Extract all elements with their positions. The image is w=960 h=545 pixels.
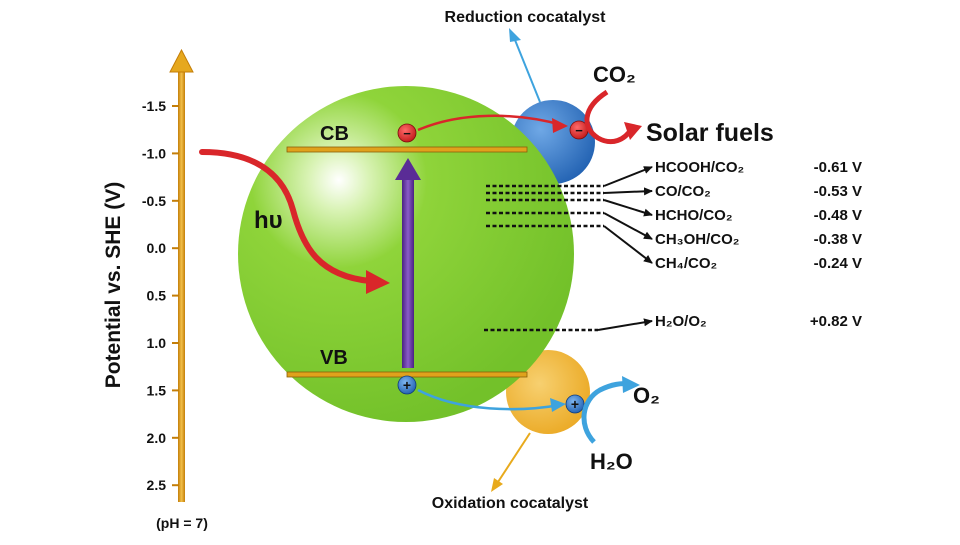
axis-tick: -0.5 [142,193,179,209]
cb-label: CB [320,123,349,145]
redox-potential: -0.61 V [814,159,862,176]
oxidation-label-group: Oxidation cocatalyst [432,432,589,512]
redox-couple: CH₃OH/CO₂ -0.38 V [486,211,862,248]
oxidation-cocatalyst [506,350,590,434]
ph-footnote: (pH = 7) [156,515,208,531]
axis-tick: -1.0 [142,145,179,161]
redox-couple-label: CO/CO₂ [655,183,711,200]
redox-arrow [603,212,653,240]
redox-couple: H₂O/O₂ +0.82 V [484,313,862,332]
redox-couple-label: H₂O/O₂ [655,313,707,330]
potential-axis: -1.5 -1.0 -0.5 0.0 0.5 1.0 1.5 2.0 2.5 Potential… [102,48,208,531]
redox-couple-label: CH₄/CO₂ [655,255,717,272]
redox-potential: -0.53 V [814,183,862,200]
redox-potential: +0.82 V [810,313,862,330]
svg-text:+: + [571,396,579,412]
axis-tick-label: -1.5 [142,98,166,114]
axis-tick: 1.0 [147,335,179,351]
axis-tick: 2.5 [147,477,179,493]
redox-arrow [603,187,653,196]
axis-ticks: -1.5 -1.0 -0.5 0.0 0.5 1.0 1.5 2.0 2.5 [142,98,179,493]
redox-arrow [603,225,653,264]
o2-product: O₂ [633,383,660,408]
excitation-arrow [395,158,421,368]
redox-couple: CH₄/CO₂ -0.24 V [486,224,862,272]
reduction-label-group: Reduction cocatalyst [445,9,607,103]
redox-couples: HCOOH/CO₂ -0.61 V CO/CO₂ -0.53 V HCHO/CO₂ -0.… [484,159,862,332]
redox-couple: HCOOH/CO₂ -0.61 V [486,159,862,188]
redox-potential: -0.24 V [814,255,862,272]
co2-reactant: CO₂ [593,62,636,87]
redox-arrow [597,318,653,331]
cb-line [286,146,528,153]
redox-couple: CO/CO₂ -0.53 V [486,183,862,200]
axis-arrowhead-icon [169,48,194,73]
redox-arrow [603,166,653,187]
axis-tick: -1.5 [142,98,179,114]
redox-couple-label: HCOOH/CO₂ [655,159,744,176]
axis-tick: 0.5 [147,288,179,304]
vb-label: VB [320,347,348,369]
reduction-cocatalyst-label: Reduction cocatalyst [445,9,607,26]
h2o-reactant: H₂O [590,449,633,474]
axis-tick-label: 0.5 [147,288,167,304]
svg-text:−: − [575,123,583,138]
redox-arrow [603,199,653,217]
light-arrow: hυ [199,149,390,294]
electron-transfer-arrow [417,114,568,133]
axis-tick-label: -1.0 [142,145,166,161]
axis-tick-label: 1.5 [147,382,167,398]
oxidation-cocatalyst-label: Oxidation cocatalyst [432,495,589,512]
axis-tick-label: -0.5 [142,193,166,209]
axis-tick-label: 2.0 [147,430,167,446]
axis-line [178,68,185,502]
redox-couple: HCHO/CO₂ -0.48 V [486,198,862,224]
electron-cb: − [397,123,417,143]
axis-tick: 1.5 [147,382,179,398]
redox-potential: -0.38 V [814,231,862,248]
oxidation-reaction: O₂ H₂O [581,376,660,474]
light-label: hυ [254,207,283,234]
axis-title: Potential vs. SHE (V) [102,182,125,389]
axis-tick-label: 2.5 [147,477,167,493]
conduction-band: CB [286,123,528,153]
hole-cocatalyst: + [565,394,585,414]
light-arrowhead-icon [366,270,390,294]
redox-couple-label: HCHO/CO₂ [655,207,733,224]
redox-potential: -0.48 V [814,207,862,224]
axis-tick-label: 1.0 [147,335,167,351]
axis-tick: 2.0 [147,430,179,446]
axis-tick: 0.0 [147,240,179,256]
hole-transfer-arrow [417,388,566,412]
reduction-reaction: CO₂ Solar fuels [584,62,774,147]
redox-couple-label: CH₃OH/CO₂ [655,231,739,248]
solar-fuels-product: Solar fuels [646,119,774,147]
svg-text:+: + [403,377,411,393]
svg-text:−: − [403,126,411,141]
hole-vb: + [397,375,417,395]
axis-tick-label: 0.0 [147,240,167,256]
